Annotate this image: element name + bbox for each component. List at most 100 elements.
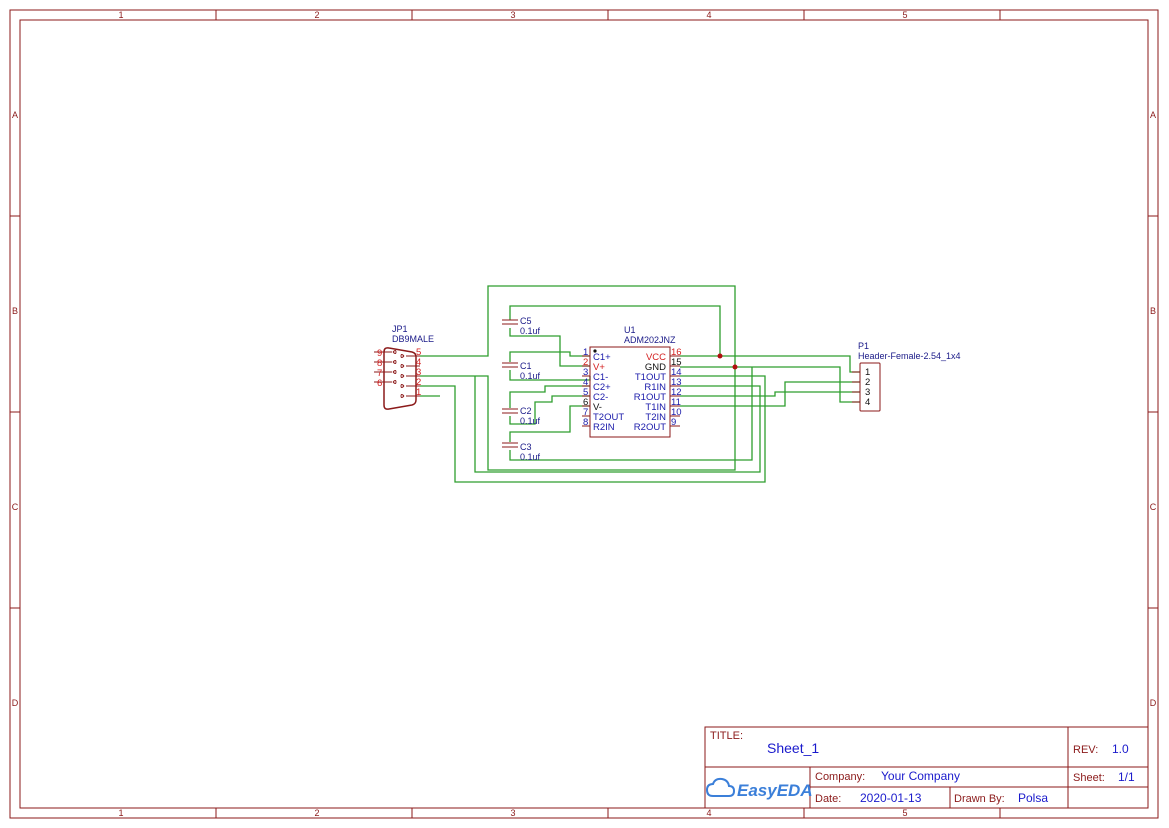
component-jp1[interactable]: JP1 DB9MALE 9 8 7 6 5 4 3 2 1: [374, 324, 434, 410]
u1-body: [589, 346, 671, 438]
p1-pin-2: 2: [865, 377, 870, 388]
db9-pin-7: 7: [377, 368, 382, 379]
p1-value: Header-Female-2.54_1x4: [858, 351, 961, 361]
component-c2[interactable]: C2 0.1uf: [502, 406, 541, 426]
junction-vcc: [717, 353, 723, 359]
component-c5[interactable]: C5 0.1uf: [502, 316, 541, 336]
u1-pin-num-6: 6: [583, 397, 588, 408]
db9-pin-4: 4: [416, 357, 421, 368]
u1-pin-name-vminus: V-: [593, 402, 602, 413]
u1-pin-num-8: 8: [583, 417, 588, 428]
u1-pin-num-10: 10: [671, 407, 682, 418]
wire-c3-bottom-gnd[interactable]: [509, 367, 753, 461]
p1-pin-1: 1: [865, 367, 870, 378]
c2-ref: C2: [520, 406, 532, 416]
u1-pin-name-c1minus: C1-: [593, 372, 608, 383]
db9-pin-1: 1: [416, 387, 421, 398]
u1-pin-num-5: 5: [583, 387, 588, 398]
wire-t1out-db9[interactable]: [420, 375, 766, 483]
date-value: 2020-01-13: [860, 791, 922, 805]
u1-pin-name-r2in: R2IN: [593, 422, 615, 433]
u1-pin-name-c2minus: C2-: [593, 392, 608, 403]
p1-pin-4: 4: [865, 397, 870, 408]
row-label-left-b: B: [12, 306, 18, 316]
u1-pin-name-gnd: GND: [645, 362, 666, 373]
wire-vcc-to-p1-1[interactable]: [680, 355, 860, 373]
db9-pin-8: 8: [377, 358, 382, 369]
sheet-value: 1/1: [1118, 770, 1135, 784]
wire-c2-bottom-c2minus[interactable]: [509, 395, 590, 425]
drawn-by-value: Polsa: [1018, 791, 1048, 805]
u1-pin-lines: [582, 355, 680, 427]
component-p1[interactable]: P1 Header-Female-2.54_1x4 1 2 3 4: [852, 341, 961, 412]
u1-pin-name-t2in: T2IN: [645, 412, 666, 423]
col-label-top-1: 1: [118, 10, 123, 20]
col-label-bottom-3: 3: [510, 808, 515, 818]
col-label-top-4: 4: [706, 10, 711, 20]
u1-pin-num-1: 1: [583, 347, 588, 358]
row-label-right-b: B: [1150, 306, 1156, 316]
row-label-left-a: A: [12, 110, 18, 120]
u1-pin-num-11: 11: [671, 397, 681, 408]
zone-labels: 1 2 3 4 5 1 2 3 4 5 A B C D A B C D: [12, 10, 1157, 818]
u1-pin-num-3: 3: [583, 367, 588, 378]
easyeda-logo: EasyEDA: [705, 777, 813, 800]
wire-c2-top-c2plus[interactable]: [509, 385, 590, 408]
u1-pin-name-t1out: T1OUT: [635, 372, 666, 383]
sheet-label: Sheet:: [1073, 772, 1105, 784]
wire-c5-bottom-vplus[interactable]: [509, 328, 590, 367]
col-label-top-3: 3: [510, 10, 515, 20]
component-u1[interactable]: U1 ADM202JNZ 1 2 3 4 5 6 7 8 C1+ V+ C1- …: [582, 325, 682, 438]
u1-pin-num-7: 7: [583, 407, 588, 418]
rev-label: REV:: [1073, 744, 1098, 756]
component-c1[interactable]: C1 0.1uf: [502, 361, 541, 381]
u1-pin-num-4: 4: [583, 377, 588, 388]
u1-pin-name-r1out: R1OUT: [634, 392, 666, 403]
jp1-ref: JP1: [392, 324, 408, 334]
row-label-left-d: D: [12, 698, 19, 708]
u1-pin-name-t2out: T2OUT: [593, 412, 624, 423]
wire-r1in-db9[interactable]: [474, 376, 761, 473]
row-label-left-c: C: [12, 502, 19, 512]
wire-gnd-to-p1-4[interactable]: [680, 366, 860, 403]
u1-pin-name-vplus: V+: [593, 362, 605, 373]
c1-value: 0.1uf: [520, 371, 541, 381]
jp1-value: DB9MALE: [392, 334, 434, 344]
wire-r1out-p1-3[interactable]: [680, 391, 860, 397]
db9-pin-9: 9: [377, 348, 382, 359]
title-label: TITLE:: [710, 730, 743, 742]
u1-value: ADM202JNZ: [624, 335, 676, 345]
wire-c1-top-c1plus[interactable]: [509, 351, 590, 362]
p1-pin-3: 3: [865, 387, 870, 398]
db9-left-pins: 9 8 7 6: [374, 348, 392, 389]
c3-value: 0.1uf: [520, 452, 541, 462]
wire-c3-top-vminus[interactable]: [509, 405, 590, 442]
p1-body: [859, 362, 881, 412]
wire-t1in-p1-2[interactable]: [680, 381, 860, 407]
u1-pin-name-r2out: R2OUT: [634, 422, 666, 433]
wire-c5-top-vcc[interactable]: [509, 305, 721, 356]
db9-pin-2: 2: [416, 377, 421, 388]
u1-ref: U1: [624, 325, 636, 335]
wire-db9-5-top-loop[interactable]: [420, 285, 736, 471]
date-label: Date:: [815, 793, 841, 805]
drawn-by-label: Drawn By:: [954, 793, 1005, 805]
u1-pin1-dot: [593, 349, 597, 353]
row-label-right-c: C: [1150, 502, 1157, 512]
title-block: TITLE: Sheet_1 REV: 1.0 Company: Your Co…: [704, 726, 1149, 809]
component-c3[interactable]: C3 0.1uf: [502, 442, 541, 462]
u1-pin-num-9: 9: [671, 417, 676, 428]
junction-gnd: [732, 364, 738, 370]
row-label-right-a: A: [1150, 110, 1156, 120]
u1-pin-num-2: 2: [583, 357, 588, 368]
col-label-bottom-4: 4: [706, 808, 711, 818]
col-label-top-2: 2: [314, 10, 319, 20]
c2-value: 0.1uf: [520, 416, 541, 426]
db9-pin-3: 3: [416, 367, 421, 378]
rev-value: 1.0: [1112, 742, 1129, 756]
sheet-title: Sheet_1: [767, 740, 819, 756]
wires: [420, 285, 860, 483]
col-label-bottom-5: 5: [902, 808, 907, 818]
u1-pin-name-c1plus: C1+: [593, 352, 611, 363]
